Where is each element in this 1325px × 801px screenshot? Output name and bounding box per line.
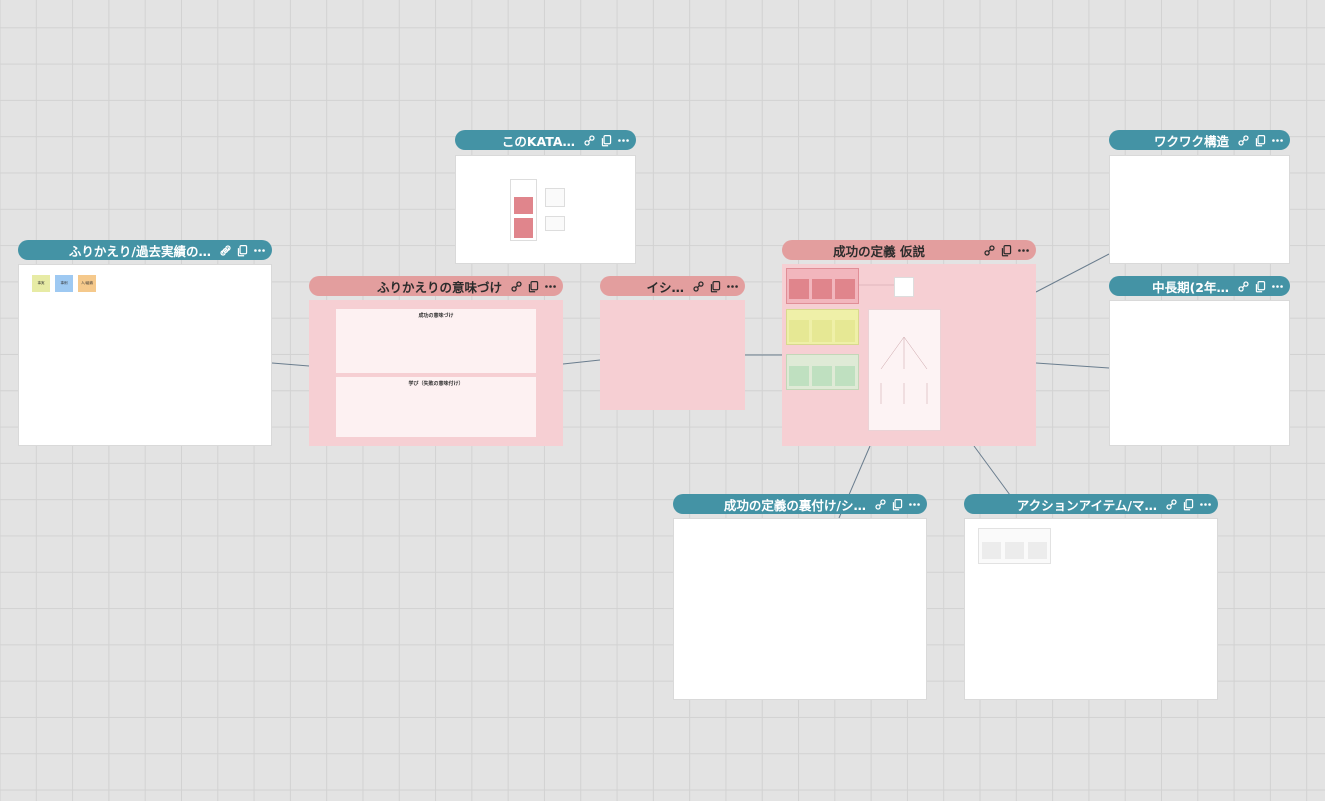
sticky-note[interactable]: 人/組織 — [78, 275, 96, 292]
frame-body[interactable]: 事実 事例 人/組織 — [18, 264, 272, 446]
copy-icon[interactable] — [1182, 498, 1195, 511]
copy-icon[interactable] — [600, 134, 613, 147]
thumbnail-sticky — [982, 542, 1001, 559]
thumbnail-note — [545, 188, 565, 207]
frame-title: イシ… — [646, 279, 684, 295]
frame-title: ふりかえり/過去実績の… — [68, 243, 211, 259]
connector — [973, 445, 1011, 496]
more-icon[interactable] — [1017, 244, 1030, 257]
frame-title: 中長期(2年… — [1152, 279, 1229, 295]
frame-body[interactable] — [673, 518, 927, 700]
copy-icon[interactable] — [1254, 134, 1267, 147]
thumbnail-sticky — [514, 218, 533, 238]
more-icon[interactable] — [1271, 134, 1284, 147]
link-icon[interactable] — [983, 244, 996, 257]
thumbnail-sticky — [835, 279, 855, 299]
thumbnail-note — [894, 277, 914, 297]
link-icon[interactable] — [1237, 134, 1250, 147]
link-icon[interactable] — [692, 280, 705, 293]
thumbnail-sticky — [789, 279, 809, 299]
copy-icon[interactable] — [709, 280, 722, 293]
sticky-note[interactable]: 事例 — [55, 275, 73, 292]
frame-body[interactable] — [964, 518, 1218, 700]
more-icon[interactable] — [1271, 280, 1284, 293]
tree-node — [918, 370, 936, 382]
thumbnail-sticky — [1028, 542, 1047, 559]
frame-header[interactable]: アクションアイテム/マ… — [964, 494, 1218, 514]
arrow — [859, 284, 894, 286]
frame-title: ワクワク構造 — [1153, 133, 1229, 149]
frame-body[interactable]: 成功の意味づけ 学び（失敗の意味付け） — [309, 300, 563, 446]
link-icon[interactable] — [219, 244, 232, 257]
frame-body[interactable] — [782, 264, 1036, 446]
meaning-panel: 学び（失敗の意味付け） — [336, 377, 536, 437]
frame-body[interactable] — [455, 155, 636, 264]
more-icon[interactable] — [253, 244, 266, 257]
thumbnail-note — [545, 216, 565, 231]
frame-header[interactable]: 成功の定義 仮説 — [782, 240, 1036, 260]
sticky-note[interactable]: 事実 — [32, 275, 50, 292]
meaning-panel: 成功の意味づけ — [336, 309, 536, 373]
connector — [271, 362, 310, 367]
thumbnail-sticky — [1005, 542, 1024, 559]
frame-header[interactable]: 成功の定義の裏付け/シ… — [673, 494, 927, 514]
frame-header[interactable]: このKATA… — [455, 130, 636, 150]
tree-node — [895, 324, 913, 336]
copy-icon[interactable] — [1000, 244, 1013, 257]
copy-icon[interactable] — [236, 244, 249, 257]
copy-icon[interactable] — [527, 280, 540, 293]
more-icon[interactable] — [617, 134, 630, 147]
thumbnail-sticky — [835, 366, 855, 386]
frame-header[interactable]: ワクワク構造 — [1109, 130, 1290, 150]
more-icon[interactable] — [908, 498, 921, 511]
more-icon[interactable] — [726, 280, 739, 293]
more-icon[interactable] — [544, 280, 557, 293]
thumbnail-sticky — [812, 279, 832, 299]
connector — [1035, 253, 1110, 293]
link-icon[interactable] — [583, 134, 596, 147]
thumbnail-sticky — [835, 320, 855, 342]
connector — [562, 359, 601, 365]
tree-node — [895, 370, 913, 382]
frame-header[interactable]: イシ… — [600, 276, 745, 296]
frame-title: アクションアイテム/マ… — [1016, 497, 1157, 513]
frame-body[interactable] — [1109, 155, 1290, 264]
frame-header[interactable]: 中長期(2年… — [1109, 276, 1290, 296]
copy-icon[interactable] — [1254, 280, 1267, 293]
frame-title: 成功の定義の裏付け/シ… — [723, 497, 866, 513]
link-icon[interactable] — [510, 280, 523, 293]
link-icon[interactable] — [1165, 498, 1178, 511]
thumbnail-sticky — [789, 320, 809, 342]
link-icon[interactable] — [874, 498, 887, 511]
tree-node — [872, 370, 890, 382]
copy-icon[interactable] — [891, 498, 904, 511]
connector — [1035, 362, 1110, 369]
frame-body[interactable] — [600, 300, 745, 410]
frame-title: 成功の定義 仮説 — [833, 243, 925, 259]
frame-body[interactable] — [1109, 300, 1290, 446]
frame-title: このKATA… — [501, 133, 575, 149]
tree-edges — [880, 336, 928, 404]
thumbnail-sticky — [789, 366, 809, 386]
frame-header[interactable]: ふりかえり/過去実績の… — [18, 240, 272, 260]
thumbnail-sticky — [514, 197, 533, 214]
more-icon[interactable] — [1199, 498, 1212, 511]
frame-header[interactable]: ふりかえりの意味づけ — [309, 276, 563, 296]
thumbnail-sticky — [812, 320, 832, 342]
thumbnail-sticky — [812, 366, 832, 386]
frame-title: ふりかえりの意味づけ — [376, 279, 502, 295]
link-icon[interactable] — [1237, 280, 1250, 293]
